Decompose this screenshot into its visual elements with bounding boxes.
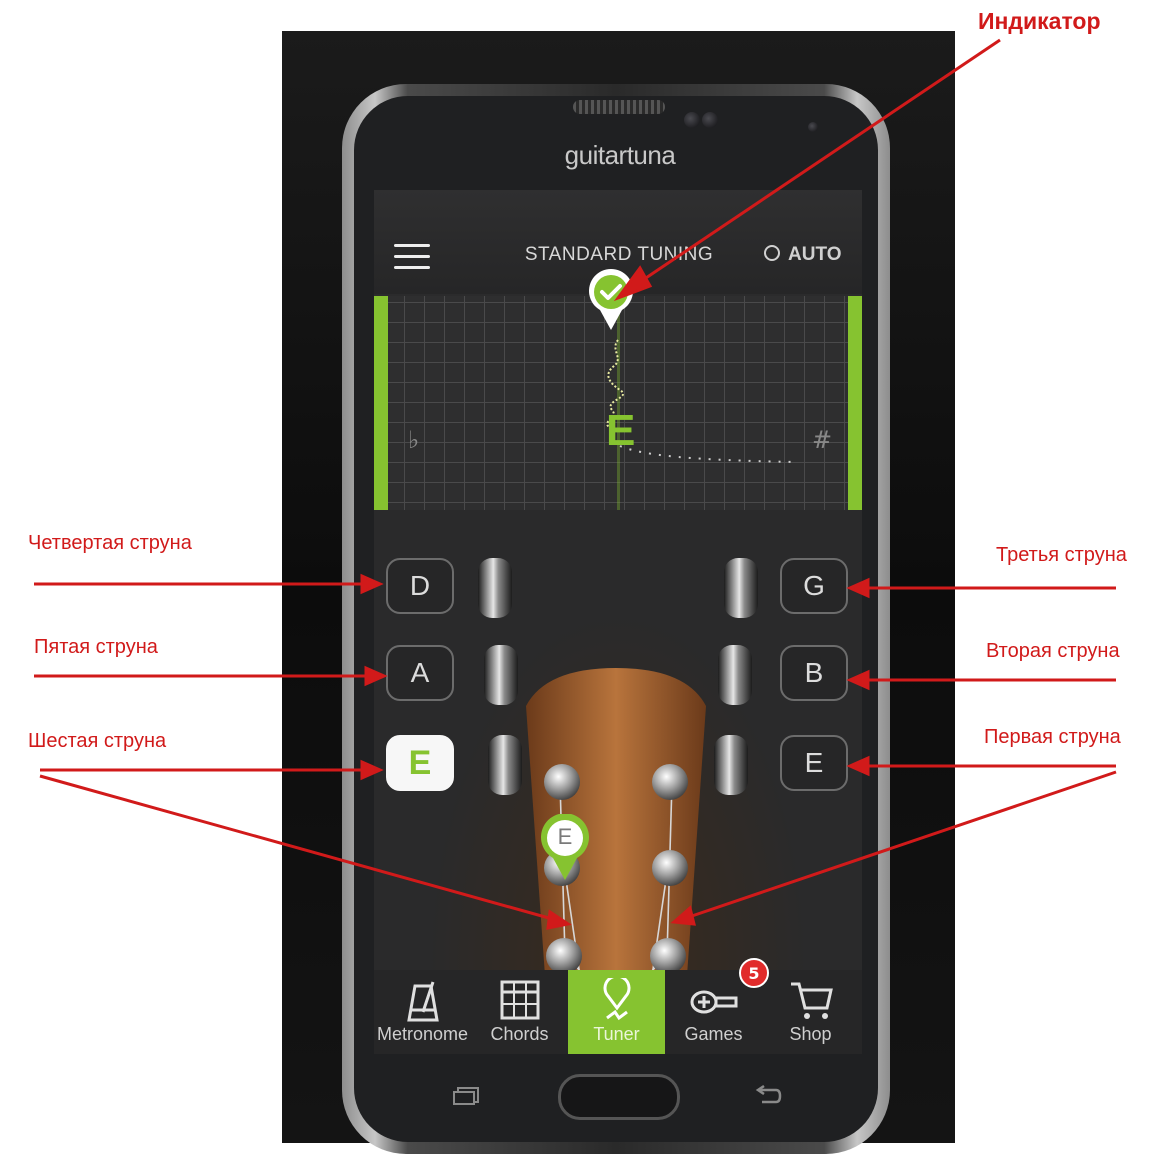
tuning-peg-a[interactable] bbox=[484, 645, 518, 705]
home-button[interactable] bbox=[558, 1074, 680, 1120]
games-notification-badge: 5 bbox=[739, 958, 769, 988]
label-third-string: Третья струна bbox=[996, 544, 1127, 566]
earpiece-speaker bbox=[573, 100, 665, 114]
in-tune-check-icon bbox=[589, 268, 633, 330]
bottom-tab-bar: Metronome Chords Tuner bbox=[374, 970, 862, 1054]
tab-games[interactable]: Games bbox=[665, 970, 762, 1054]
auto-toggle[interactable]: AUTO bbox=[764, 244, 841, 266]
metronome-icon bbox=[406, 981, 439, 1022]
app-screen: STANDARD TUNING AUTO ♭ # E bbox=[374, 190, 862, 1054]
pitch-trace bbox=[606, 339, 795, 463]
tuning-title[interactable]: STANDARD TUNING bbox=[524, 244, 714, 265]
back-icon[interactable] bbox=[752, 1084, 782, 1108]
tuning-peg-high-e[interactable] bbox=[714, 735, 748, 795]
detected-note: E bbox=[606, 406, 636, 455]
auto-label: AUTO bbox=[788, 244, 842, 265]
string-button-g[interactable]: G bbox=[780, 558, 848, 614]
label-fourth-string: Четвертая струна bbox=[28, 532, 192, 554]
tab-label: Metronome bbox=[376, 1024, 469, 1044]
tab-label: Tuner bbox=[593, 1024, 640, 1044]
marker-note: E bbox=[557, 824, 573, 849]
tab-shop[interactable]: Shop bbox=[762, 970, 859, 1054]
selected-string-marker: E bbox=[538, 814, 592, 882]
proximity-sensor bbox=[808, 122, 818, 132]
tab-tuner[interactable]: Tuner bbox=[568, 970, 665, 1054]
center-line bbox=[617, 296, 620, 510]
label-second-string: Вторая струна bbox=[986, 640, 1120, 662]
front-sensor bbox=[684, 112, 700, 128]
string-button-high-e[interactable]: E bbox=[780, 735, 848, 791]
ukulele-icon bbox=[690, 990, 737, 1014]
label-first-string: Первая струна bbox=[984, 726, 1121, 748]
tuning-peg-low-e[interactable] bbox=[488, 735, 522, 795]
tab-label: Chords bbox=[490, 1024, 549, 1044]
label-sixth-string: Шестая струна bbox=[28, 730, 167, 752]
meter-right-bar bbox=[848, 296, 862, 510]
string-button-d[interactable]: D bbox=[386, 558, 454, 614]
phone-brand-logo: guitartuna bbox=[564, 140, 676, 170]
tuner-pin-icon bbox=[603, 978, 630, 1021]
string-button-a[interactable]: A bbox=[386, 645, 454, 701]
flat-symbol: ♭ bbox=[408, 426, 420, 454]
hamburger-menu-icon[interactable] bbox=[394, 244, 430, 272]
chord-grid-icon bbox=[500, 980, 539, 1020]
tuning-peg-b[interactable] bbox=[718, 645, 752, 705]
label-indicator: Индикатор bbox=[978, 8, 1101, 34]
tab-label: Shop bbox=[789, 1024, 832, 1044]
tuning-meter: ♭ # E bbox=[374, 296, 862, 510]
tuning-peg-d[interactable] bbox=[478, 558, 512, 618]
string-button-b[interactable]: B bbox=[780, 645, 848, 701]
string-button-low-e[interactable]: E bbox=[386, 735, 454, 791]
label-fifth-string: Пятая струна bbox=[34, 636, 158, 658]
front-camera bbox=[702, 112, 718, 128]
meter-left-bar bbox=[374, 296, 388, 510]
tuning-peg-g[interactable] bbox=[724, 558, 758, 618]
recent-apps-icon[interactable] bbox=[452, 1086, 482, 1106]
tab-metronome[interactable]: Metronome bbox=[374, 970, 471, 1054]
sharp-symbol: # bbox=[812, 426, 833, 454]
tab-chords[interactable]: Chords bbox=[471, 970, 568, 1054]
cart-icon bbox=[790, 982, 833, 1019]
tab-label: Games bbox=[684, 1024, 743, 1044]
radio-ring-icon bbox=[764, 245, 780, 261]
